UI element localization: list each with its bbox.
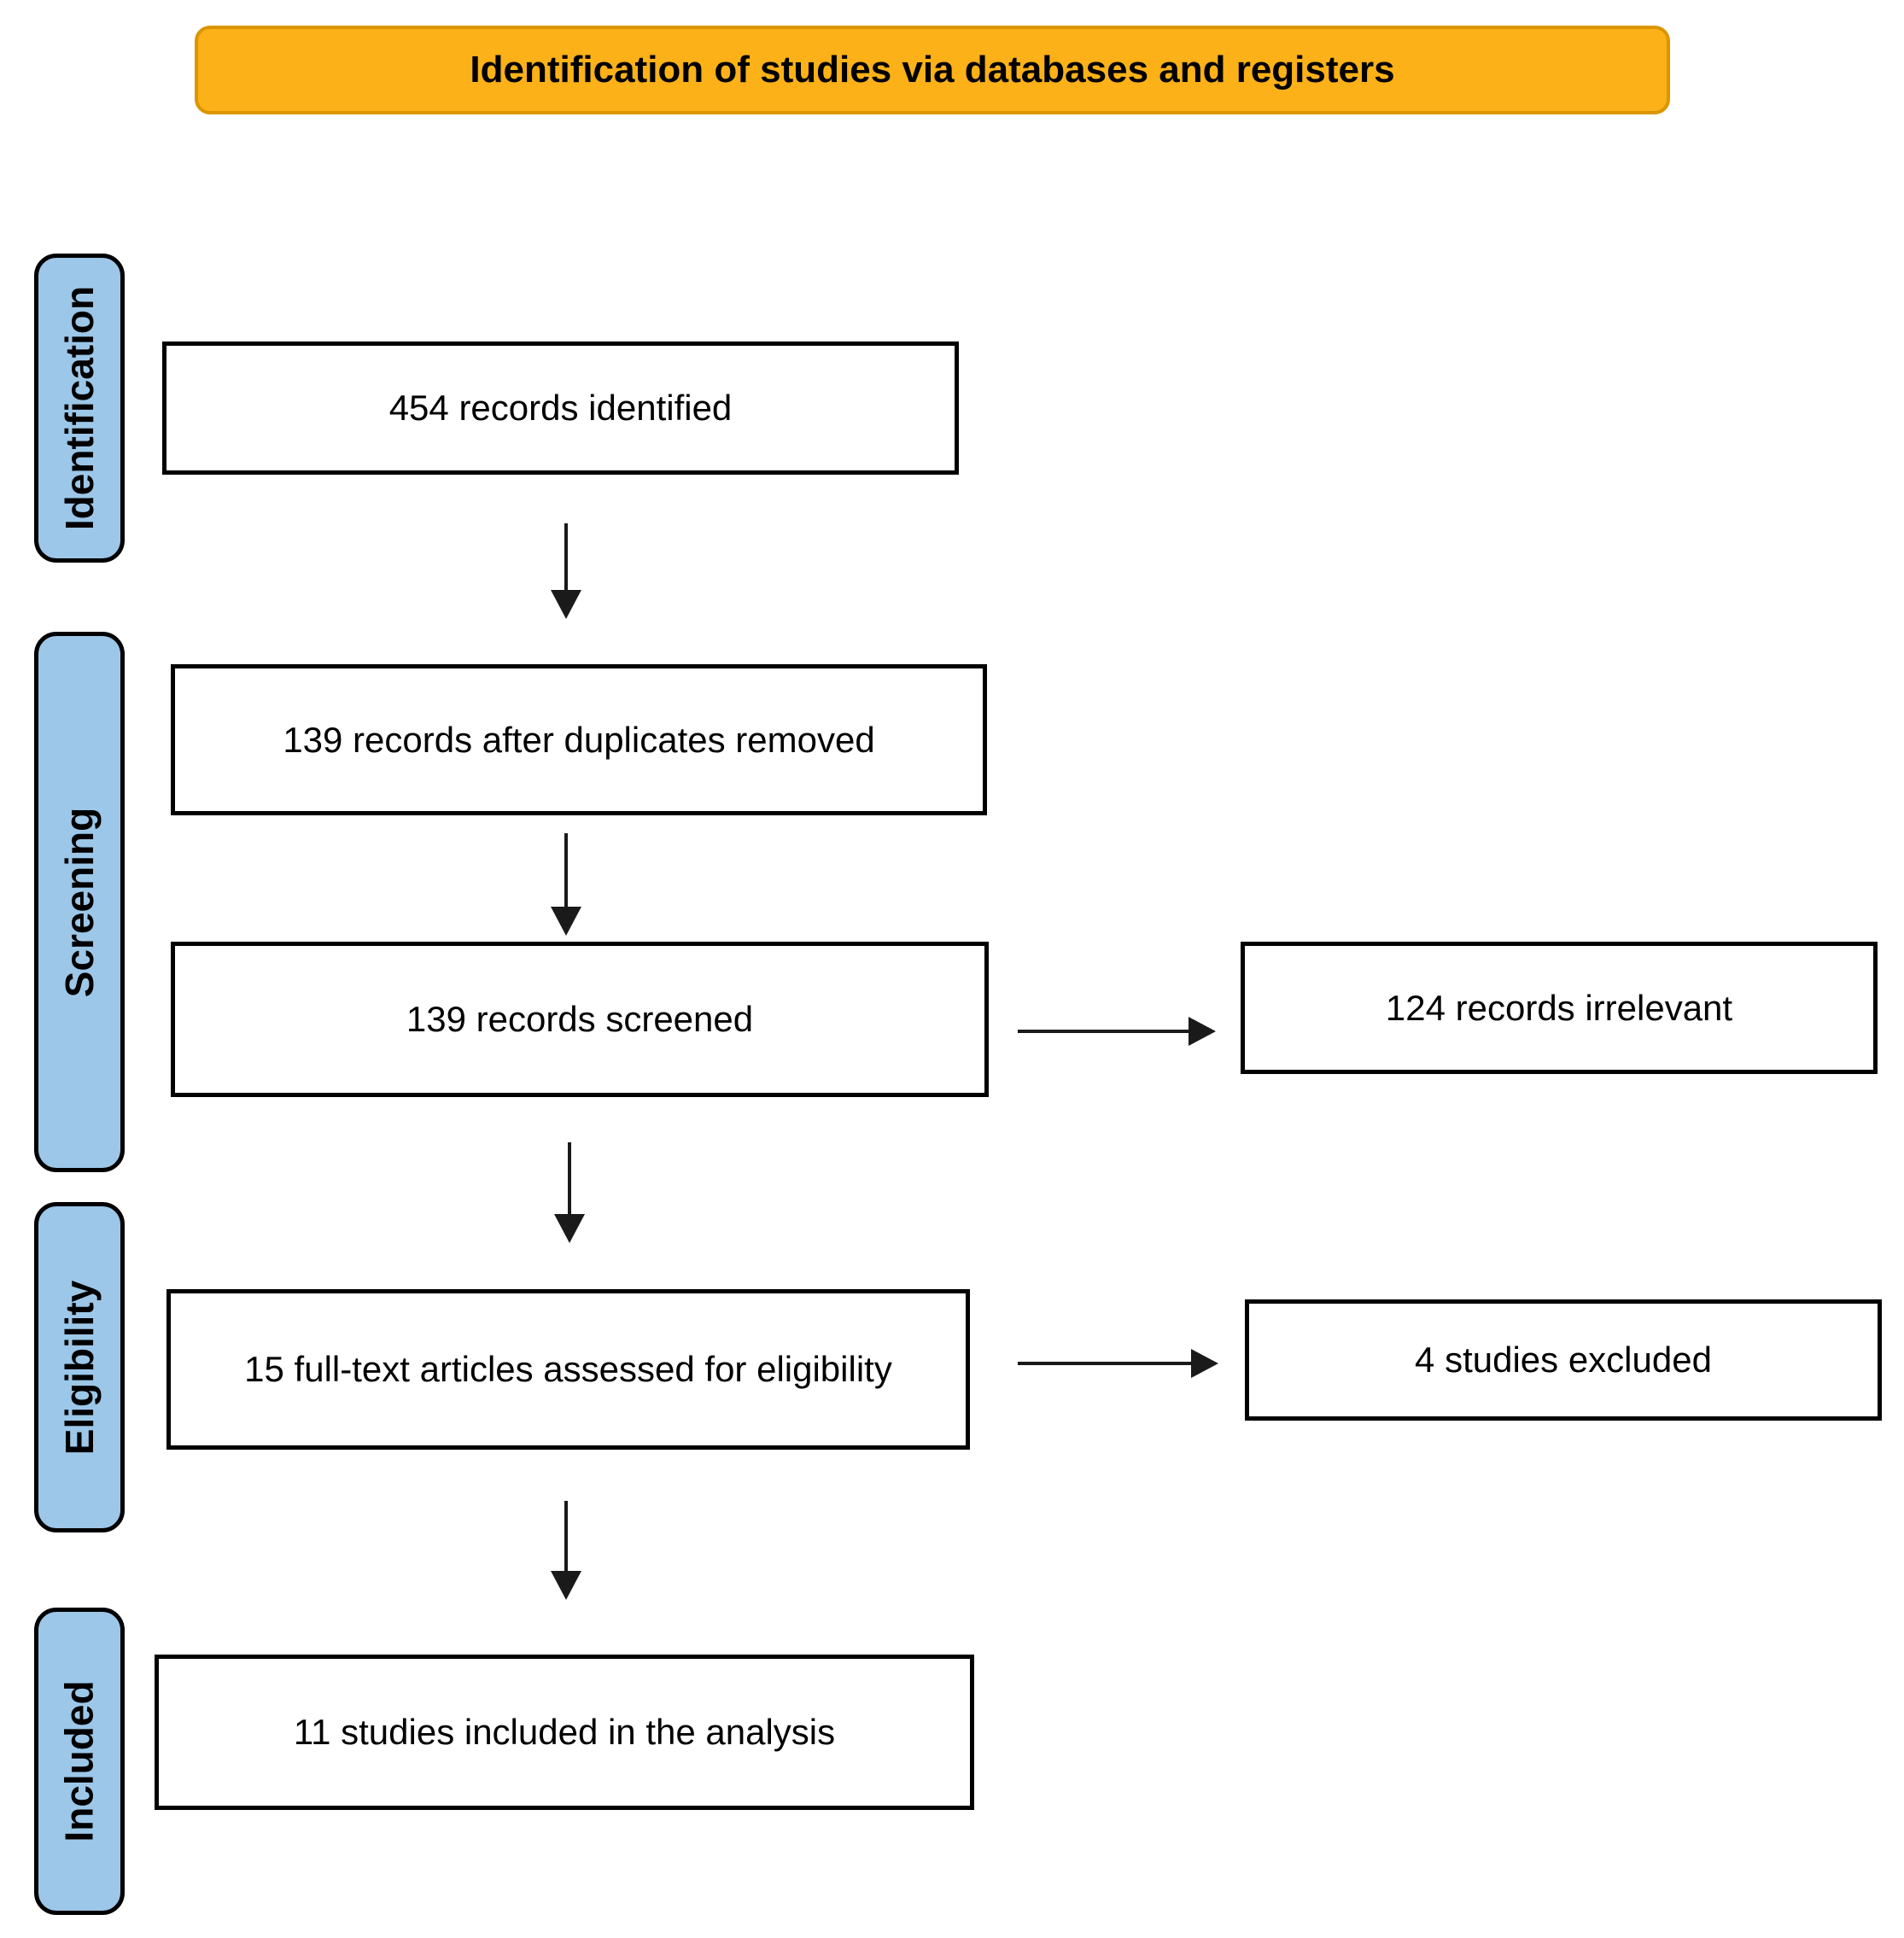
box-studies-included-text: 11 studies included in the analysis bbox=[293, 1712, 836, 1752]
box-studies-included: 11 studies included in the analysis bbox=[155, 1655, 974, 1810]
arrow-down-identified-to-deduplicated-icon bbox=[549, 523, 583, 619]
diagram-title-banner: Identification of studies via databases … bbox=[195, 26, 1670, 114]
stage-screening: Screening bbox=[34, 632, 125, 1172]
arrow-head bbox=[1189, 1017, 1216, 1046]
box-records-screened-text: 139 records screened bbox=[406, 999, 754, 1039]
arrow-right-fulltext-to-excluded-icon bbox=[1018, 1346, 1218, 1381]
stage-included: Included bbox=[34, 1608, 125, 1915]
stage-identification-label: Identification bbox=[57, 285, 102, 531]
arrow-shaft bbox=[568, 1142, 571, 1217]
diagram-title: Identification of studies via databases … bbox=[470, 49, 1395, 90]
stage-eligibility: Eligibility bbox=[34, 1202, 125, 1532]
box-records-after-duplicates: 139 records after duplicates removed bbox=[171, 664, 987, 815]
box-fulltext-assessed-text: 15 full-text articles assessed for eligi… bbox=[244, 1349, 892, 1389]
arrow-shaft bbox=[1018, 1030, 1192, 1033]
box-records-identified-text: 454 records identified bbox=[388, 388, 733, 428]
arrow-head bbox=[554, 1214, 585, 1243]
box-records-irrelevant-text: 124 records irrelevant bbox=[1385, 987, 1733, 1028]
arrow-head bbox=[551, 907, 581, 936]
stage-eligibility-label: Eligibility bbox=[57, 1280, 102, 1455]
arrow-down-deduplicated-to-screened-icon bbox=[549, 833, 583, 936]
box-studies-excluded-text: 4 studies excluded bbox=[1415, 1340, 1712, 1380]
box-records-irrelevant: 124 records irrelevant bbox=[1241, 942, 1878, 1074]
stage-included-label: Included bbox=[57, 1680, 102, 1842]
box-fulltext-assessed: 15 full-text articles assessed for eligi… bbox=[166, 1289, 970, 1450]
arrow-shaft bbox=[564, 1501, 568, 1574]
arrow-shaft bbox=[1018, 1362, 1194, 1365]
arrow-right-screened-to-irrelevant-icon bbox=[1018, 1014, 1216, 1048]
arrow-head bbox=[551, 590, 581, 619]
box-studies-excluded: 4 studies excluded bbox=[1245, 1299, 1882, 1421]
stage-screening-label: Screening bbox=[57, 807, 102, 997]
arrow-shaft bbox=[564, 833, 568, 910]
arrow-down-screened-to-fulltext-icon bbox=[552, 1142, 587, 1243]
box-records-identified: 454 records identified bbox=[162, 341, 959, 475]
box-records-after-duplicates-text: 139 records after duplicates removed bbox=[283, 719, 875, 760]
arrow-shaft bbox=[564, 523, 568, 593]
box-records-screened: 139 records screened bbox=[171, 942, 989, 1097]
stage-identification: Identification bbox=[34, 254, 125, 563]
arrow-head bbox=[1191, 1349, 1218, 1378]
arrow-head bbox=[551, 1571, 581, 1600]
arrow-down-fulltext-to-included-icon bbox=[549, 1501, 583, 1600]
